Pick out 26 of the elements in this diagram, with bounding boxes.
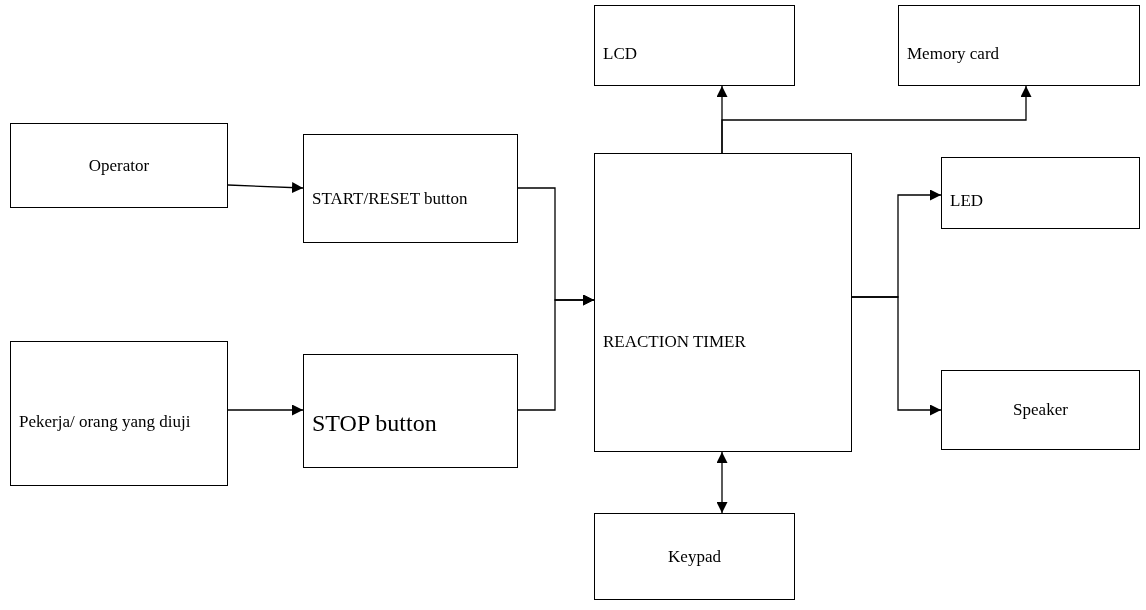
arrow: [517, 294, 595, 411]
block-label: Operator: [87, 154, 151, 177]
block-label: Speaker: [1012, 399, 1069, 421]
block-label: Memory card: [906, 42, 1001, 65]
block-box: [10, 123, 228, 208]
block-box: [594, 153, 852, 452]
block-label: Pekerja/ orang yang diuji: [18, 410, 192, 433]
block-label: Keypad: [667, 545, 722, 568]
block-label: START/RESET button: [311, 187, 469, 210]
block-box: [941, 370, 1140, 450]
arrow: [227, 182, 304, 194]
block-label: LCD: [602, 42, 638, 65]
block-box: [594, 513, 795, 600]
arrow: [721, 85, 1032, 154]
arrow: [227, 404, 304, 416]
block-box: [941, 157, 1140, 229]
block-box: [898, 5, 1140, 86]
block-box: [10, 341, 228, 486]
block-label: REACTION TIMER: [602, 330, 747, 353]
arrow: [851, 296, 942, 416]
block-box: [594, 5, 795, 86]
block-label: LED: [949, 190, 985, 212]
block-box: [303, 354, 518, 468]
block-box: [303, 134, 518, 243]
arrow: [716, 451, 728, 514]
block-label: STOP button: [311, 409, 438, 438]
